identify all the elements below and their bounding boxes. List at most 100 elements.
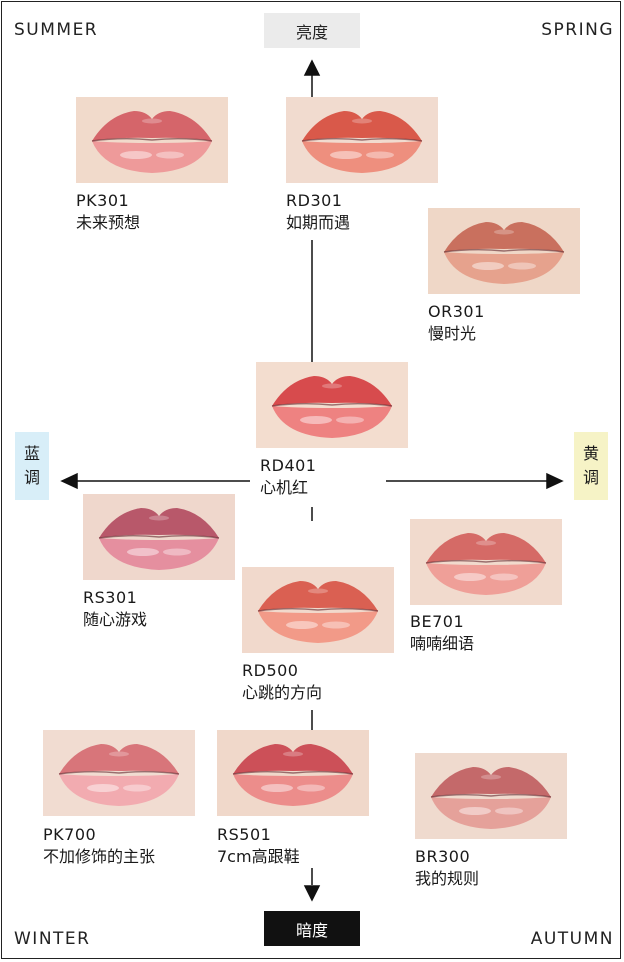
upper-lip [272,376,392,406]
lipstick-card-be701 [410,519,562,605]
gloss-highlight-top [308,588,328,594]
gloss-highlight-left [127,548,159,556]
gloss-highlight-top [322,383,342,389]
lips-swatch-image [286,97,438,183]
upper-lip [258,581,378,611]
upper-lip [444,222,564,252]
caption-br300: BR300 我的规则 [415,846,479,890]
gloss-highlight-left [261,784,293,792]
upper-lip [426,533,546,563]
shade-name: 未来预想 [76,213,141,232]
lipstick-card-rd301 [286,97,438,183]
lower-lip [59,774,179,806]
gloss-highlight-top [494,229,514,235]
caption-pk700: PK700 不加修饰的主张 [43,824,155,868]
upper-lip [99,508,219,538]
lipstick-card-rs301 [83,494,235,580]
gloss-highlight-right [336,416,364,424]
lower-lip [258,611,378,643]
shade-code: PK700 [43,825,97,844]
gloss-highlight-top [149,515,169,521]
caption-rs501: RS501 7cm高跟鞋 [217,824,300,868]
caption-be701: BE701 喃喃细语 [410,611,474,655]
shade-name: 心跳的方向 [242,683,323,702]
shade-code: PK301 [76,191,130,210]
axis-yellow-tone-label: 黄 调 [574,432,608,500]
axis-blue-tone-label: 蓝 调 [15,432,49,500]
lip-line [98,535,220,539]
lip-line [425,560,547,564]
axis-brightness-label: 亮度 [264,13,360,48]
gloss-highlight-left [286,621,318,629]
lipstick-card-pk700 [43,730,195,816]
gloss-highlight-right [297,784,325,792]
gloss-highlight-top [283,751,303,757]
gloss-highlight-left [454,573,486,581]
lower-lip [444,252,564,284]
shade-code: RD500 [242,661,299,680]
caption-rd301: RD301 如期而遇 [286,190,350,234]
lower-lip [92,141,212,173]
shade-name: 如期而遇 [286,213,351,232]
gloss-highlight-right [156,151,184,159]
lips-swatch-image [76,97,228,183]
gloss-highlight-right [490,573,518,581]
caption-rd401: RD401 心机红 [260,455,316,499]
lower-lip [99,538,219,570]
lips-swatch-image [242,567,394,653]
shade-code: RD401 [260,456,317,475]
gloss-highlight-right [495,807,523,815]
caption-or301: OR301 慢时光 [428,301,485,345]
gloss-highlight-right [508,262,536,270]
shade-name: 7cm高跟鞋 [217,847,300,866]
lip-line [301,138,423,142]
gloss-highlight-right [366,151,394,159]
lip-line [232,771,354,775]
shade-name: 慢时光 [428,324,477,343]
gloss-highlight-top [481,774,501,780]
axis-yellow-tone-char-2: 调 [582,468,599,487]
season-spring: SPRING [541,20,614,40]
lipstick-card-rd401 [256,362,408,448]
gloss-highlight-right [163,548,191,556]
axis-yellow-tone-char-1: 黄 [582,444,599,463]
lips-swatch-image [43,730,195,816]
shade-name: 我的规则 [415,869,480,888]
gloss-highlight-right [123,784,151,792]
lower-lip [233,774,353,806]
lower-lip [302,141,422,173]
gloss-highlight-left [120,151,152,159]
lips-swatch-image [83,494,235,580]
gloss-highlight-top [142,118,162,124]
lip-line [271,403,393,407]
lipstick-card-or301 [428,208,580,294]
gloss-highlight-left [300,416,332,424]
gloss-highlight-left [459,807,491,815]
lip-line [257,608,379,612]
season-autumn: AUTUMN [530,929,614,949]
axis-blue-tone-char-1: 蓝 [23,444,40,463]
lower-lip [272,406,392,438]
lower-lip [426,563,546,595]
shade-code: BE701 [410,612,465,631]
lip-line [58,771,180,775]
lip-line [91,138,213,142]
shade-code: RD301 [286,191,343,210]
axis-darkness-label: 暗度 [264,911,360,946]
season-summer: SUMMER [14,20,99,40]
axis-blue-tone-char-2: 调 [23,468,40,487]
lipstick-card-br300 [415,753,567,839]
lipstick-card-pk301 [76,97,228,183]
lips-swatch-image [415,753,567,839]
upper-lip [302,111,422,141]
shade-code: OR301 [428,302,485,321]
upper-lip [92,111,212,141]
lips-swatch-image [217,730,369,816]
caption-rd500: RD500 心跳的方向 [242,660,322,704]
lips-swatch-image [256,362,408,448]
season-winter: WINTER [14,929,91,949]
gloss-highlight-left [472,262,504,270]
shade-name: 喃喃细语 [410,634,475,653]
gloss-highlight-left [87,784,119,792]
